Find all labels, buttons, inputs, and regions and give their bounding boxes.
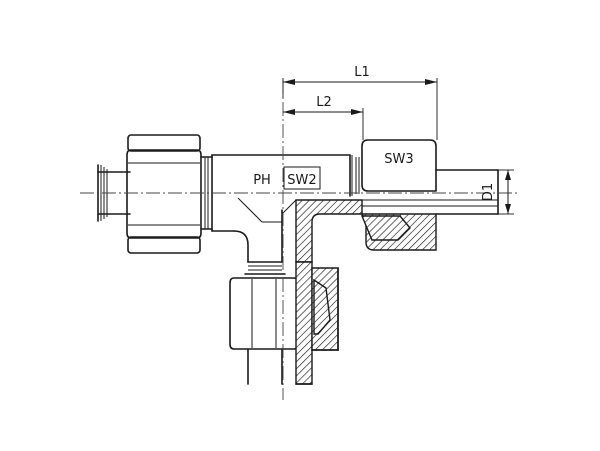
l1-label: L1 [354, 65, 370, 80]
ph-sw2-callout: PH SW2 [253, 166, 321, 190]
tee-body [211, 154, 360, 263]
dimension-l1: L1 [282, 65, 438, 140]
bottom-branch [229, 261, 299, 385]
ph-label: PH [253, 173, 271, 188]
sw3-label: SW3 [384, 152, 413, 167]
left-nut [126, 134, 213, 254]
d1-label: D1 [481, 183, 496, 201]
sw2-label: SW2 [287, 173, 316, 188]
l2-label: L2 [316, 95, 332, 110]
centerlines [80, 80, 520, 400]
dimension-l2: L2 [283, 95, 364, 140]
sw3-callout: SW3 [384, 152, 413, 167]
right-section [295, 139, 499, 385]
dimension-d1: D1 [481, 169, 514, 215]
